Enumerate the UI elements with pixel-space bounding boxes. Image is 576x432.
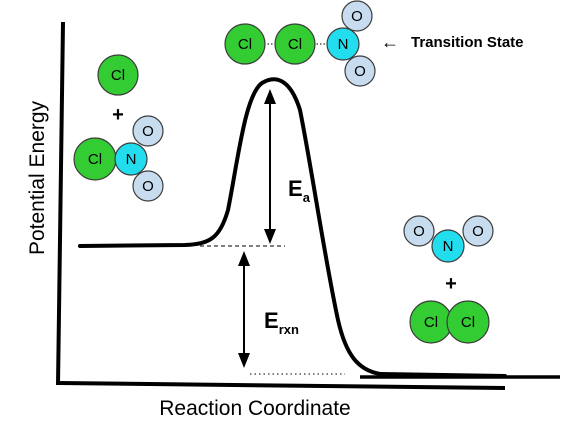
svg-text:Cl: Cl (238, 36, 252, 53)
svg-text:N: N (126, 151, 137, 168)
svg-text:N: N (338, 36, 349, 53)
reactant-cl-atom: Cl (97, 54, 139, 96)
reaction-energy-label: Erxn (264, 308, 299, 337)
transition-state-label: Transition State (411, 34, 524, 51)
y-axis (56, 21, 65, 386)
svg-text:O: O (354, 63, 366, 80)
activation-energy-arrow (264, 89, 276, 244)
x-axis (57, 381, 506, 390)
product-plus-sign: + (445, 273, 457, 295)
svg-text:N: N (443, 238, 454, 255)
svg-text:O: O (351, 8, 363, 25)
svg-text:Cl: Cl (88, 151, 102, 168)
svg-text:Cl: Cl (424, 314, 438, 331)
energy-curve (78, 77, 507, 378)
y-axis-label: Potential Energy (26, 100, 49, 255)
svg-text:O: O (472, 223, 484, 240)
product-no2-molecule: O O N (403, 215, 494, 263)
transition-state-molecule: O O Cl Cl N (224, 0, 376, 87)
svg-text:Cl: Cl (288, 36, 302, 53)
svg-text:O: O (142, 123, 154, 140)
transition-state-arrow: ← (381, 32, 399, 52)
svg-text:Cl: Cl (461, 314, 475, 331)
reactant-clno2-molecule: O O Cl N (73, 115, 164, 202)
reactant-plus-sign: + (112, 104, 124, 126)
svg-text:O: O (142, 178, 154, 195)
svg-text:Cl: Cl (111, 67, 125, 84)
activation-energy-label: Ea (288, 176, 311, 205)
svg-text:O: O (413, 223, 425, 240)
reaction-energy-arrow (238, 251, 250, 368)
product-cl2-molecule: Cl Cl (409, 300, 490, 344)
x-axis-label: Reaction Coordinate (159, 397, 350, 420)
